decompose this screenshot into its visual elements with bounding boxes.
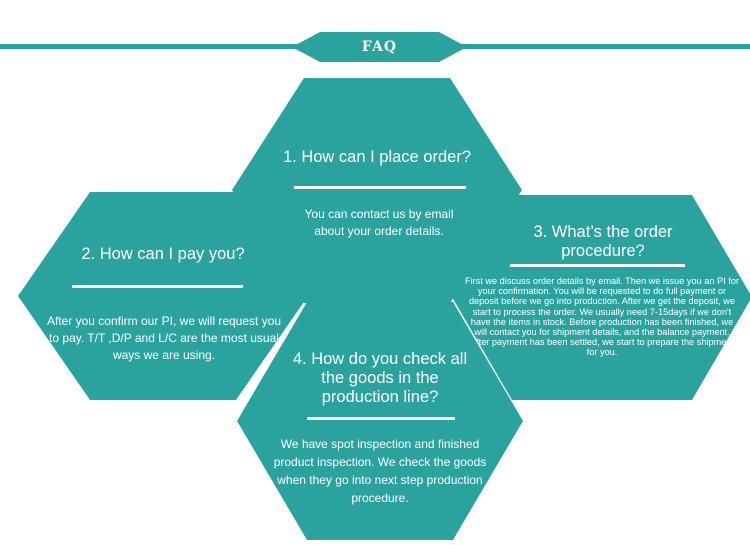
question-place-order: 1. How can I place order? — [282, 148, 472, 166]
banner-line-right — [452, 44, 750, 49]
divider — [307, 417, 455, 420]
faq-card-place-order: 1. How can I place order? You can contac… — [232, 78, 522, 303]
hexagon-shape — [452, 195, 750, 400]
faq-banner-shape — [292, 32, 467, 62]
divider — [294, 186, 466, 189]
question-order-procedure: 3. What’s the order procedure? — [533, 223, 673, 260]
faq-title: FAQ — [361, 39, 398, 55]
divider — [510, 264, 685, 267]
hexagon-shape — [18, 192, 308, 400]
faq-banner: FAQ — [292, 32, 467, 62]
faq-card-order-procedure: 3. What’s the order procedure? First we … — [452, 195, 750, 400]
answer-place-order: You can contact us by email about your o… — [304, 207, 454, 238]
answer-order-procedure: First we discuss order details by email.… — [464, 276, 740, 358]
divider — [72, 285, 243, 288]
hexagon-shape — [232, 78, 522, 303]
hexagon-shape — [237, 302, 523, 540]
answer-goods-check: We have spot inspection and finished pro… — [273, 437, 487, 505]
banner-line-left — [0, 44, 300, 49]
faq-card-goods-check: 4. How do you check all the goods in the… — [237, 302, 523, 540]
answer-payment: After you confirm our PI, we will reques… — [46, 314, 282, 362]
question-payment: 2. How can I pay you? — [81, 245, 245, 263]
question-goods-check: 4. How do you check all the goods in the… — [292, 350, 468, 406]
faq-card-payment: 2. How can I pay you? After you confirm … — [18, 192, 308, 400]
